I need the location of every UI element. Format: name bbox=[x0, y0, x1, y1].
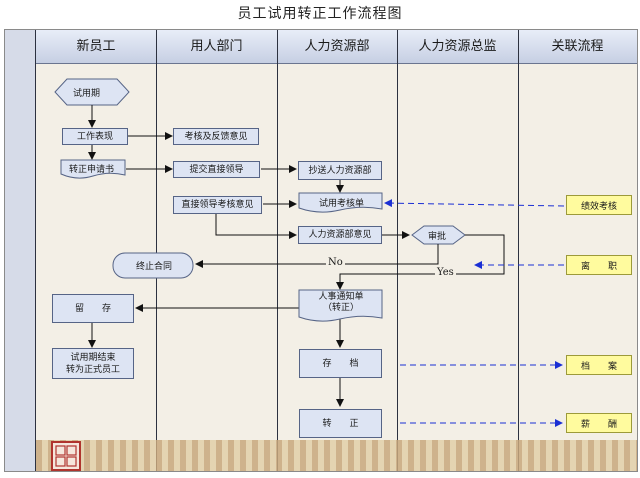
edge-label-yes: Yes bbox=[435, 267, 456, 278]
edge-label-no: No bbox=[326, 257, 345, 268]
lane-header-related-process: 关联流程 bbox=[551, 39, 604, 54]
lane-divider bbox=[518, 30, 519, 471]
retain-box: 留 存 bbox=[52, 294, 134, 323]
terminate-shape bbox=[112, 252, 194, 279]
trial-end-box: 试用期结束 转为正式员工 bbox=[52, 348, 134, 379]
approval-node-label: 审批 bbox=[428, 232, 447, 242]
related-salary: 薪 酬 bbox=[566, 413, 632, 433]
probation-node-label: 试用期 bbox=[73, 89, 101, 99]
hr-notice-label: 人事通知单 （转正） bbox=[318, 292, 364, 313]
submit-supervisor-box: 提交直接领导 bbox=[173, 161, 260, 178]
hr-notice-document-shape bbox=[298, 289, 383, 322]
supervisor-opinion-box: 直接领导考核意见 bbox=[173, 196, 262, 214]
lane-divider bbox=[156, 30, 157, 471]
page-title: 员工试用转正工作流程图 bbox=[237, 6, 403, 22]
regularization-application-label: 转正申请书 bbox=[69, 165, 115, 175]
lane-header-new-employee: 新员工 bbox=[76, 39, 116, 54]
lane-divider bbox=[35, 30, 36, 471]
assessment-feedback-box: 考核及反馈意见 bbox=[173, 128, 259, 145]
work-performance-box: 工作表现 bbox=[62, 128, 128, 145]
left-margin-bar bbox=[5, 30, 36, 471]
terminate-contract-label: 终止合同 bbox=[136, 262, 173, 272]
lane-header-hr-director: 人力资源总监 bbox=[418, 39, 497, 54]
trial-assessment-form-label: 试用考核单 bbox=[319, 199, 365, 209]
application-document-shape bbox=[60, 159, 126, 179]
trial-form-document-shape bbox=[298, 192, 383, 213]
probation-start-shape bbox=[54, 78, 130, 106]
cc-hr-box: 抄送人力资源部 bbox=[298, 161, 382, 180]
related-performance-assessment: 绩效考核 bbox=[566, 195, 632, 215]
related-resignation: 离 职 bbox=[566, 255, 632, 275]
archive-box: 存 档 bbox=[299, 349, 382, 378]
lane-divider bbox=[277, 30, 278, 471]
lane-header-hr-dept: 人力资源部 bbox=[304, 39, 370, 54]
hr-opinion-box: 人力资源部意见 bbox=[298, 226, 382, 244]
regularize-box: 转 正 bbox=[299, 409, 382, 438]
lane-header-hiring-dept: 用人部门 bbox=[190, 39, 243, 54]
lane-divider bbox=[397, 30, 398, 471]
seal-stamp bbox=[51, 441, 81, 471]
lane-header-row bbox=[36, 30, 637, 64]
related-archives: 档 案 bbox=[566, 355, 632, 375]
swimlane-frame: 新员工 用人部门 人力资源部 人力资源总监 关联流程 bbox=[4, 29, 638, 472]
decorative-bottom-band bbox=[36, 440, 637, 471]
